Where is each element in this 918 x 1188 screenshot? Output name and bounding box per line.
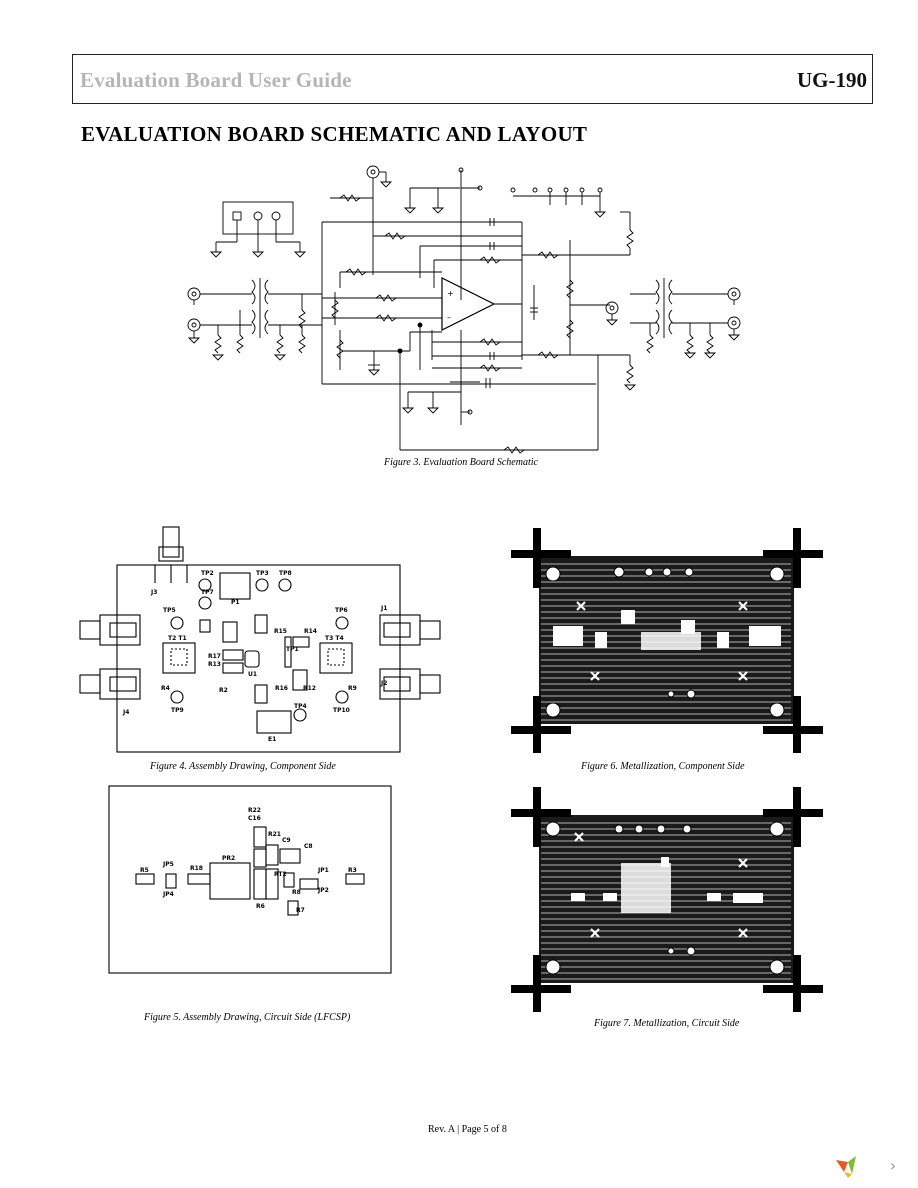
svg-text:+: + (447, 289, 454, 298)
label-r14: R14 (304, 628, 317, 635)
label-j1: J1 (381, 605, 388, 612)
label-r13: R13 (208, 661, 221, 668)
label-t2t1: T2 T1 (168, 635, 187, 642)
label-u1: U1 (248, 671, 258, 678)
figure-6-caption: Figure 6. Metallization, Component Side (581, 761, 745, 772)
label-r21: R21 (268, 831, 281, 838)
metallization-component-figure (511, 528, 823, 753)
label-tp9: TP9 (171, 707, 184, 714)
label-c16: C16 (248, 815, 261, 822)
label-tp8: TP8 (279, 570, 292, 577)
label-j4: J4 (123, 709, 130, 716)
label-jp5: JP5 (163, 861, 174, 868)
label-j3: J3 (151, 589, 158, 596)
label-r6: R6 (256, 903, 265, 910)
label-tp1: TP1 (286, 646, 299, 653)
figure-5-caption: Figure 5. Assembly Drawing, Circuit Side… (144, 1012, 351, 1023)
label-tp2: TP2 (201, 570, 214, 577)
label-t3t4: T3 T4 (325, 635, 344, 642)
label-r9: R9 (348, 685, 357, 692)
label-tp10: TP10 (333, 707, 350, 714)
label-r16: R16 (275, 685, 288, 692)
label-r18: R18 (190, 865, 203, 872)
label-j2: J2 (381, 680, 388, 687)
label-r7: R7 (296, 907, 305, 914)
header-title: Evaluation Board User Guide (80, 68, 352, 92)
section-heading: EVALUATION BOARD SCHEMATIC AND LAYOUT (81, 122, 588, 146)
page-footer: Rev. A | Page 5 of 8 (428, 1124, 507, 1135)
label-r4: R4 (161, 685, 170, 692)
svg-text:–: – (447, 313, 451, 322)
next-page-button[interactable]: › (870, 1150, 916, 1180)
figure-4-caption: Figure 4. Assembly Drawing, Component Si… (150, 761, 336, 772)
label-r2: R2 (219, 687, 228, 694)
figure-3-caption: Figure 3. Evaluation Board Schematic (384, 457, 538, 468)
label-rt2: RT2 (274, 871, 287, 878)
label-e1: E1 (268, 736, 277, 743)
assembly-component-figure (79, 526, 441, 753)
label-jp1: JP1 (318, 867, 329, 874)
viewer-logo-icon (836, 1156, 856, 1178)
assembly-circuit-labels: R5 JP5 JP4 R18 PR2 R22 C16 R21 C9 C8 RT2… (108, 785, 393, 975)
assembly-circuit-figure (108, 785, 392, 974)
label-r5: R5 (140, 867, 149, 874)
label-r12: R12 (303, 685, 316, 692)
chevron-right-icon: › (889, 1155, 897, 1175)
label-c9: C9 (282, 837, 291, 844)
label-r3: R3 (348, 867, 357, 874)
schematic-figure: + – (187, 165, 741, 454)
doc-number: UG-190 (797, 68, 867, 92)
label-jp2: JP2 (318, 887, 329, 894)
label-tp7: TP7 (201, 589, 214, 596)
label-tp6: TP6 (335, 607, 348, 614)
metallization-circuit-figure (511, 787, 823, 1012)
label-jp4: JP4 (163, 891, 174, 898)
label-tp4: TP4 (294, 703, 307, 710)
label-p1: P1 (231, 599, 240, 606)
figure-7-caption: Figure 7. Metallization, Circuit Side (594, 1018, 740, 1029)
label-r8: R8 (292, 889, 301, 896)
label-r17: R17 (208, 653, 221, 660)
label-r22: R22 (248, 807, 261, 814)
label-tp3: TP3 (256, 570, 269, 577)
label-pr2: PR2 (222, 855, 236, 862)
label-tp5: TP5 (163, 607, 176, 614)
assembly-component-labels: J3 TP2 TP3 TP8 TP7 P1 TP5 TP6 J1 T2 T1 T… (75, 525, 445, 757)
label-r15: R15 (274, 628, 287, 635)
label-c8: C8 (304, 843, 313, 850)
header-box (72, 54, 873, 104)
